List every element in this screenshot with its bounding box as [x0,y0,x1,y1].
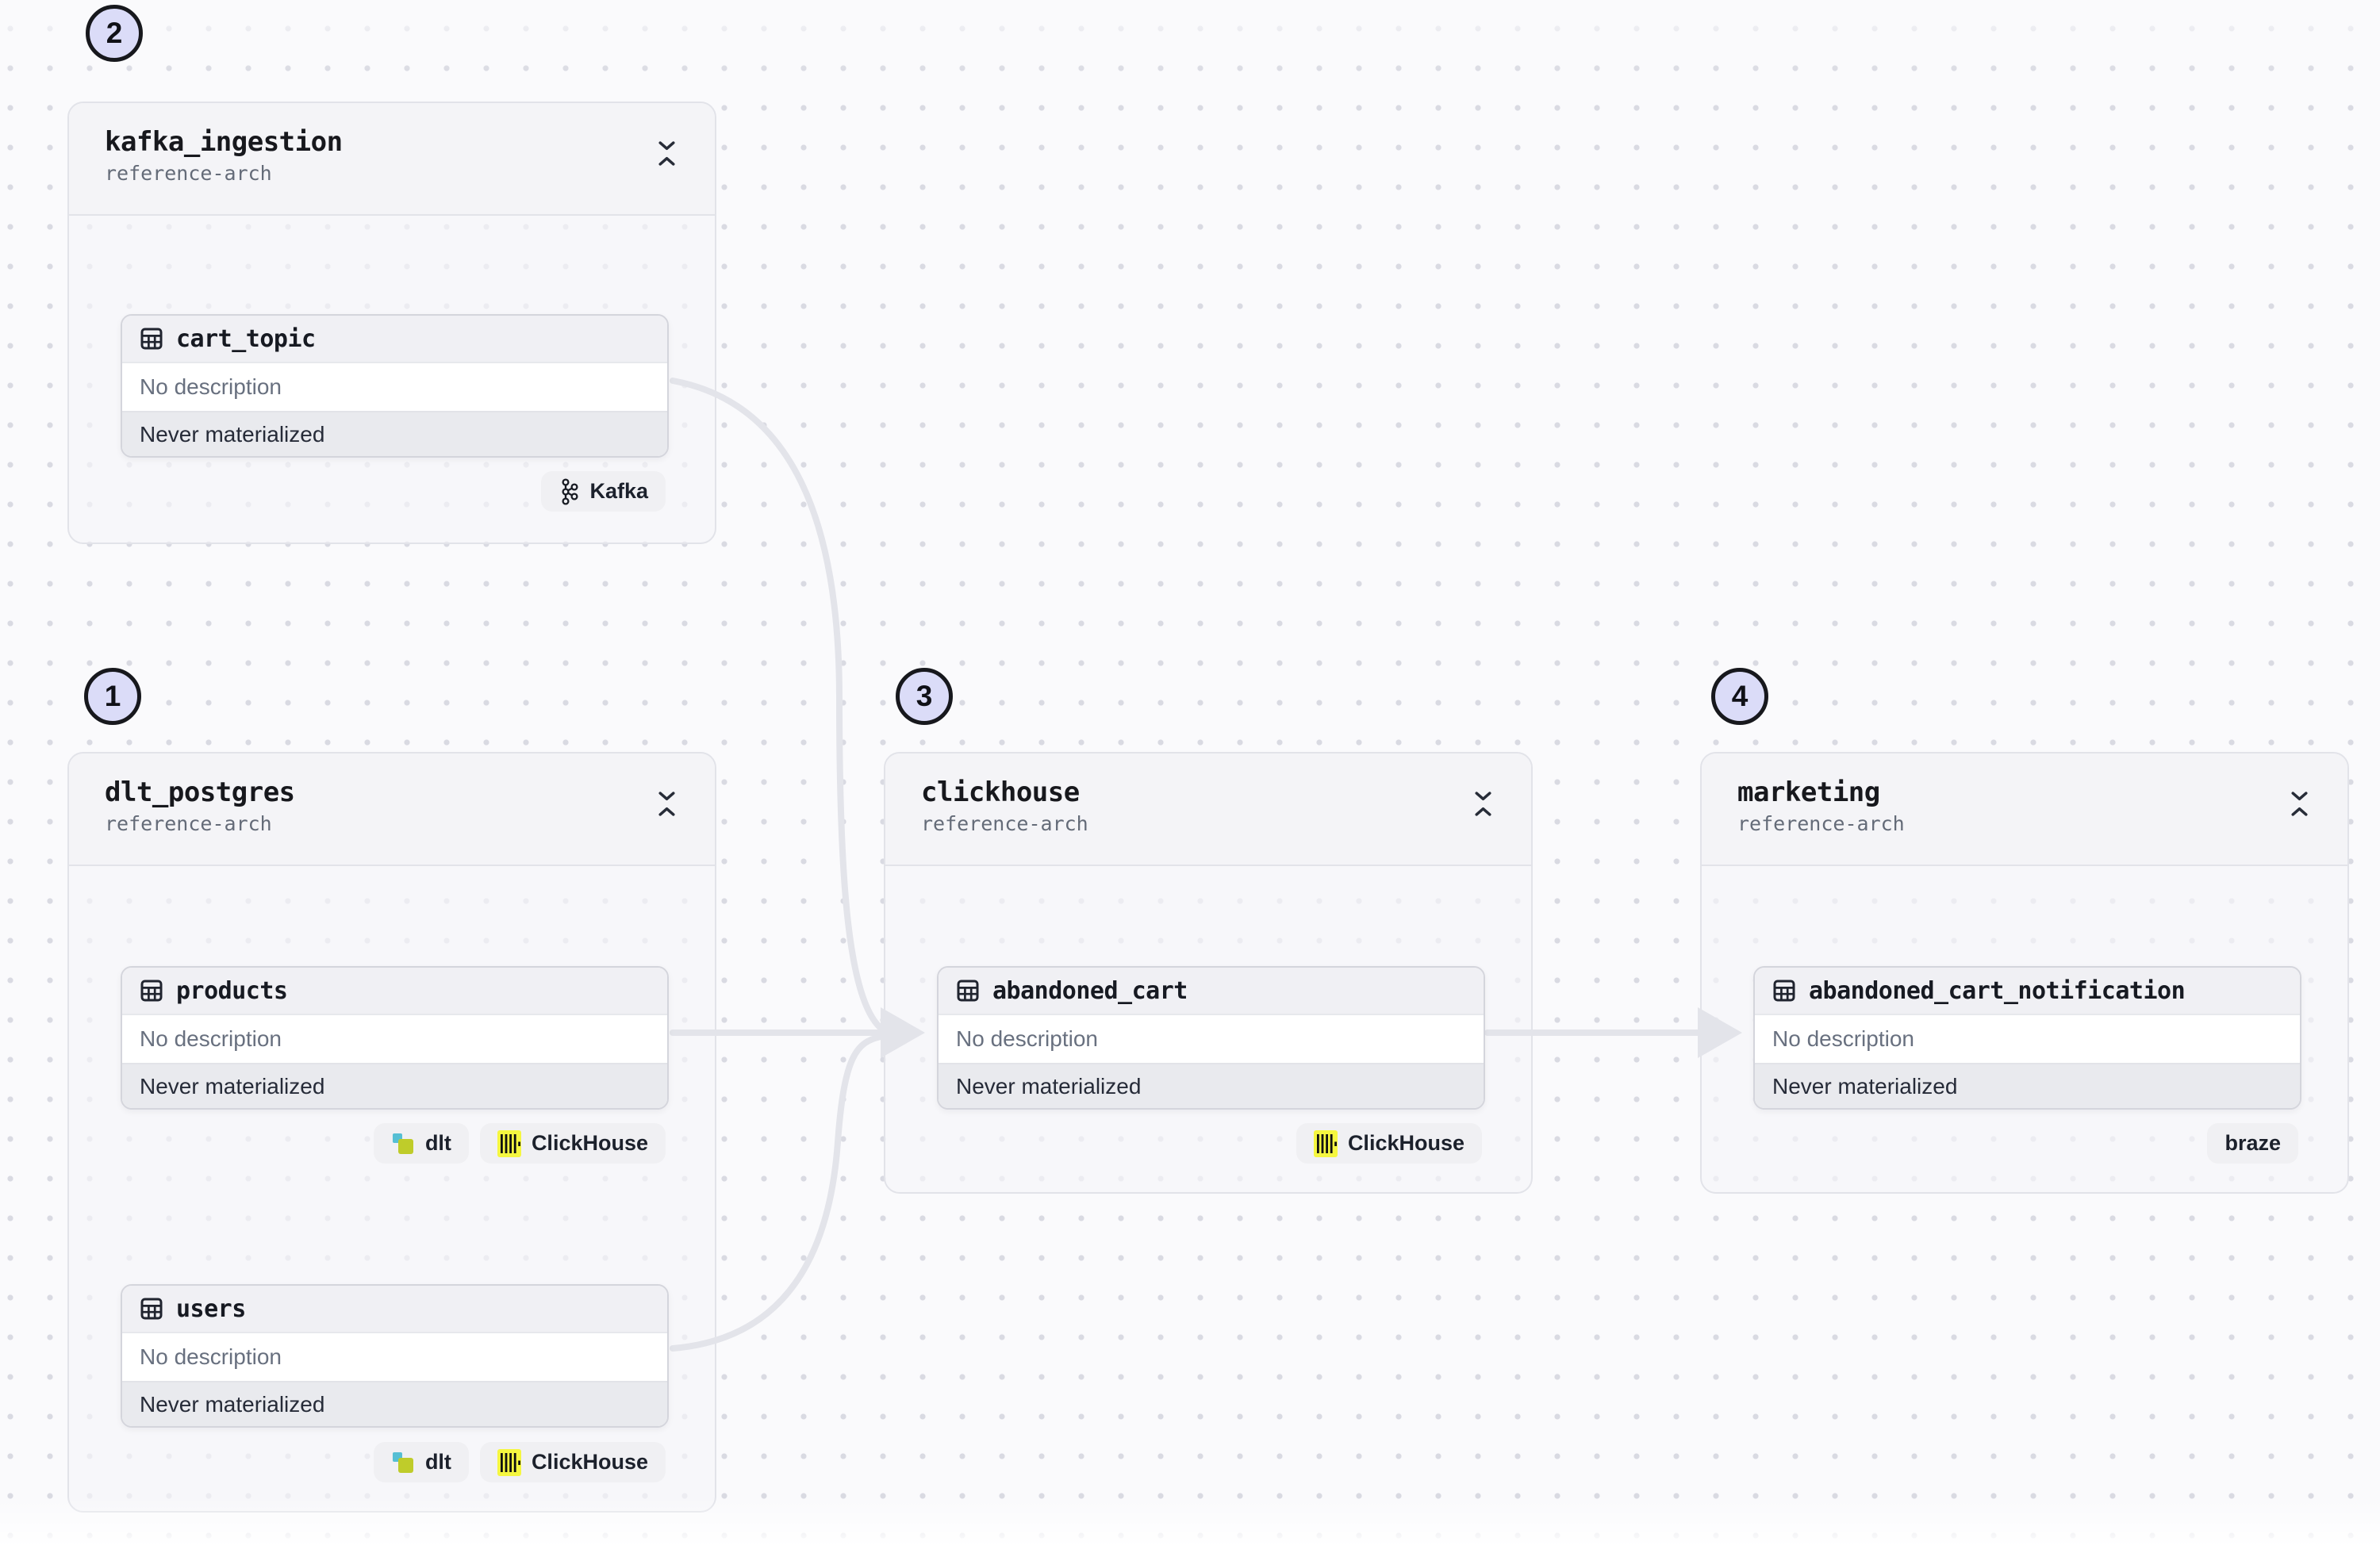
clickhouse-icon [497,1448,521,1476]
tag-clickhouse[interactable]: ClickHouse [479,1123,666,1164]
step-badge-3: 3 [896,668,953,725]
asset-card-header: products [122,968,667,1014]
tag-dlt[interactable]: dlt [373,1123,469,1164]
collapse-vertical-icon [2290,792,2308,816]
asset-description: No description [122,1332,667,1381]
dlt-icon [392,1451,413,1473]
asset-name: abandoned_cart [992,976,1188,1005]
group-title: marketing [1737,776,1880,808]
asset-tags: dlt ClickHouse [373,1442,666,1482]
asset-description: No description [122,1014,667,1063]
kafka-icon [562,477,579,505]
collapse-vertical-icon [658,141,675,166]
asset-name: cart_topic [176,324,316,353]
asset-card-abandoned-cart[interactable]: abandoned_cart No description Never mate… [937,966,1485,1110]
group-dlt-postgres: dlt_postgres reference-arch products No … [67,752,716,1513]
collapse-vertical-icon [1474,792,1491,816]
step-badge-4: 4 [1711,668,1768,725]
collapse-vertical-icon [658,792,675,816]
dlt-icon [392,1133,413,1154]
clickhouse-icon [1313,1129,1338,1157]
collapse-button[interactable] [1469,792,1496,828]
tag-kafka[interactable]: Kafka [541,471,666,512]
group-subtitle: reference-arch [105,162,272,186]
table-icon [140,980,163,1002]
asset-card-users[interactable]: users No description Never materialized [121,1284,669,1428]
collapse-button[interactable] [2286,792,2313,828]
group-title: clickhouse [921,776,1080,808]
group-subtitle: reference-arch [1737,812,1905,836]
tag-label: dlt [424,1450,451,1474]
asset-card-header: users [122,1286,667,1332]
asset-description: No description [939,1014,1484,1063]
asset-tags: braze [2207,1123,2298,1164]
group-clickhouse: clickhouse reference-arch abandoned_cart… [884,752,1533,1194]
tag-braze[interactable]: braze [2207,1123,2298,1164]
asset-card-header: cart_topic [122,316,667,362]
tag-label: ClickHouse [531,1450,648,1474]
group-title: kafka_ingestion [105,126,343,158]
asset-card-products[interactable]: products No description Never materializ… [121,966,669,1110]
asset-status: Never materialized [122,411,667,456]
collapse-button[interactable] [653,792,680,828]
group-header: clickhouse reference-arch [885,753,1531,866]
step-badge-1: 1 [84,668,141,725]
asset-card-header: abandoned_cart [939,968,1484,1014]
asset-card-cart-topic[interactable]: cart_topic No description Never material… [121,314,669,458]
asset-status: Never materialized [122,1381,667,1426]
group-header: kafka_ingestion reference-arch [69,103,715,216]
tag-label: braze [2225,1131,2281,1155]
tag-label: ClickHouse [1347,1131,1464,1155]
asset-status: Never materialized [122,1063,667,1108]
step-badge-2: 2 [86,5,143,62]
collapse-button[interactable] [653,141,680,178]
asset-tags: Kafka [541,471,666,512]
tag-clickhouse[interactable]: ClickHouse [479,1442,666,1482]
asset-name: abandoned_cart_notification [1809,976,2186,1005]
clickhouse-icon [497,1129,521,1157]
tag-label: Kafka [589,479,648,503]
asset-card-abandoned-cart-notification[interactable]: abandoned_cart_notification No descripti… [1753,966,2301,1110]
tag-label: ClickHouse [531,1131,648,1155]
tag-dlt[interactable]: dlt [373,1442,469,1482]
canvas-top-fade [0,0,2380,75]
group-subtitle: reference-arch [105,812,272,836]
asset-description: No description [1755,1014,2300,1063]
tag-clickhouse[interactable]: ClickHouse [1296,1123,1482,1164]
asset-tags: dlt ClickHouse [373,1123,666,1164]
asset-name: users [176,1294,246,1323]
group-marketing: marketing reference-arch abandoned_cart_… [1700,752,2349,1194]
asset-description: No description [122,362,667,411]
tag-label: dlt [424,1131,451,1155]
group-header: marketing reference-arch [1702,753,2347,866]
asset-tags: ClickHouse [1296,1123,1482,1164]
group-subtitle: reference-arch [921,812,1088,836]
asset-name: products [176,976,288,1005]
group-header: dlt_postgres reference-arch [69,753,715,866]
table-icon [140,1298,163,1320]
asset-status: Never materialized [939,1063,1484,1108]
asset-status: Never materialized [1755,1063,2300,1108]
group-kafka-ingestion: kafka_ingestion reference-arch cart_topi… [67,102,716,544]
asset-card-header: abandoned_cart_notification [1755,968,2300,1014]
group-title: dlt_postgres [105,776,295,808]
table-icon [1773,980,1795,1002]
table-icon [957,980,979,1002]
table-icon [140,328,163,350]
